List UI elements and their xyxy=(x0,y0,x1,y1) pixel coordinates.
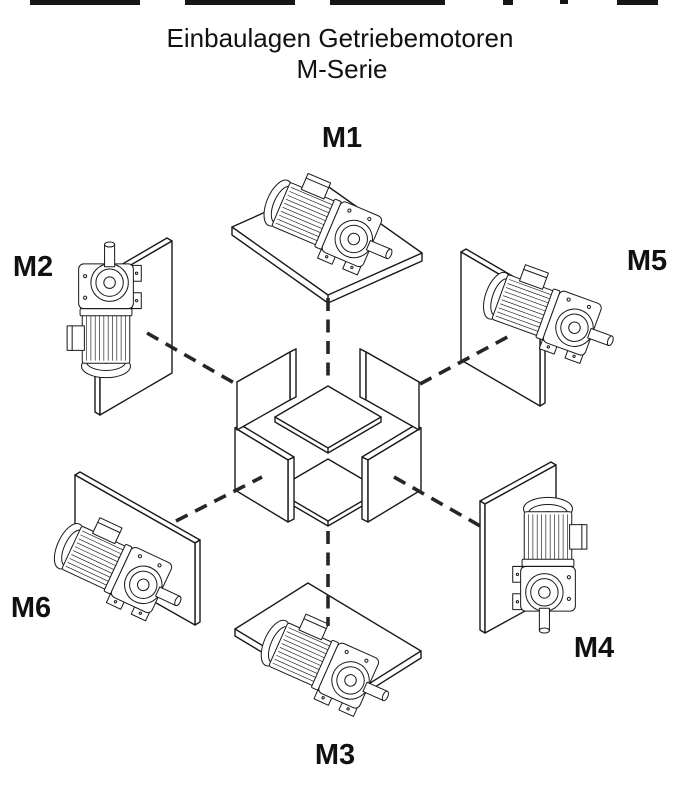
cube-wall-upper-right xyxy=(359,348,420,431)
gearmotor-m4 xyxy=(512,496,588,634)
position-m5 xyxy=(460,248,628,407)
cube-wall-lower-left xyxy=(234,424,295,523)
dashed-connector-m4 xyxy=(393,475,483,529)
position-m3 xyxy=(234,582,422,727)
position-m4 xyxy=(479,461,588,634)
dashed-connector-m2 xyxy=(146,331,237,386)
label-m6: M6 xyxy=(11,592,51,624)
position-m1 xyxy=(231,162,423,304)
label-m3: M3 xyxy=(315,739,355,771)
label-m4: M4 xyxy=(574,632,614,664)
cube-wall-lower-right xyxy=(361,424,422,523)
page-title-line1: Einbaulagen Getriebemotoren xyxy=(167,23,514,53)
dashed-connector-m6 xyxy=(175,475,263,523)
dashed-connector-m5 xyxy=(419,332,514,386)
label-m1: M1 xyxy=(322,122,362,154)
cube-wall-upper-left xyxy=(236,348,297,431)
label-m5: M5 xyxy=(627,245,667,277)
cube-top-plate xyxy=(274,385,382,454)
mounting-cube xyxy=(234,348,422,527)
position-m2 xyxy=(66,237,173,416)
label-m2: M2 xyxy=(13,251,53,283)
cropped-text-artifact xyxy=(30,0,658,5)
page-title-line2: M-Serie xyxy=(296,54,387,84)
position-m6 xyxy=(43,471,201,632)
